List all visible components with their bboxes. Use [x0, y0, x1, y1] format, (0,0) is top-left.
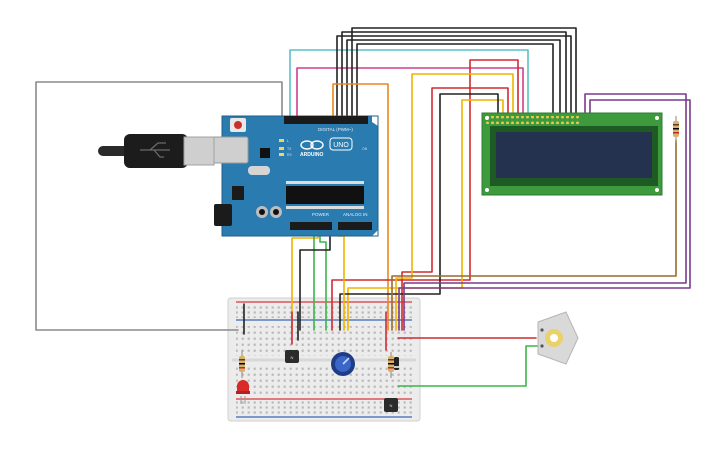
usb-cable-icon: [98, 134, 215, 168]
l-led-label: L: [287, 139, 289, 143]
led-icon: [236, 380, 250, 404]
tx-label: TX: [287, 147, 292, 151]
wire-red: [331, 59, 519, 331]
digital-label: DIGITAL (PWM~): [318, 127, 353, 132]
transistor-icon: N: [384, 398, 398, 412]
resistor-icon: [388, 352, 394, 378]
npn-top-label: N: [291, 355, 294, 360]
analog-label: ANALOG IN: [343, 212, 368, 217]
motor-icon: [537, 311, 579, 365]
wire-yellow: [395, 73, 514, 331]
arduino-logo-icon: [300, 140, 324, 150]
wire-green: [397, 345, 541, 387]
wire-orange: [332, 83, 389, 331]
power-label: POWER: [312, 212, 330, 217]
lcd-display: [481, 112, 663, 196]
wire-black: [336, 35, 572, 117]
wire-yellow: [347, 99, 504, 331]
wire-black: [299, 225, 331, 331]
brand-label: ARDUINO: [300, 152, 323, 158]
wire-purple: [403, 93, 687, 331]
diode: [394, 357, 399, 370]
breadboard: [227, 297, 421, 422]
on-label: ON: [362, 147, 368, 151]
wire-black: [356, 43, 554, 117]
wire-magenta: [296, 67, 524, 117]
model-label: UNO: [333, 142, 349, 149]
transistor-icon: N: [285, 350, 299, 363]
resistor-icon: [673, 116, 679, 142]
wire-black: [351, 27, 577, 117]
wires: [35, 27, 691, 387]
wire-brown: [391, 139, 677, 331]
rx-label: RX: [287, 153, 293, 157]
wire-black: [341, 31, 567, 117]
wire-black: [339, 93, 499, 331]
wire-black: [346, 39, 561, 117]
npn-bottom-label: N: [390, 403, 393, 408]
wire-red: [401, 87, 509, 331]
wire-purple: [398, 99, 691, 331]
resistor-icon: [239, 350, 245, 378]
potentiometer-icon: [331, 352, 355, 376]
wire-grey: [35, 81, 283, 331]
arduino-uno: DIGITAL (PWM~) ARDUINO UNO L TX RX ON: [211, 115, 379, 237]
wire-cyan: [289, 49, 529, 117]
